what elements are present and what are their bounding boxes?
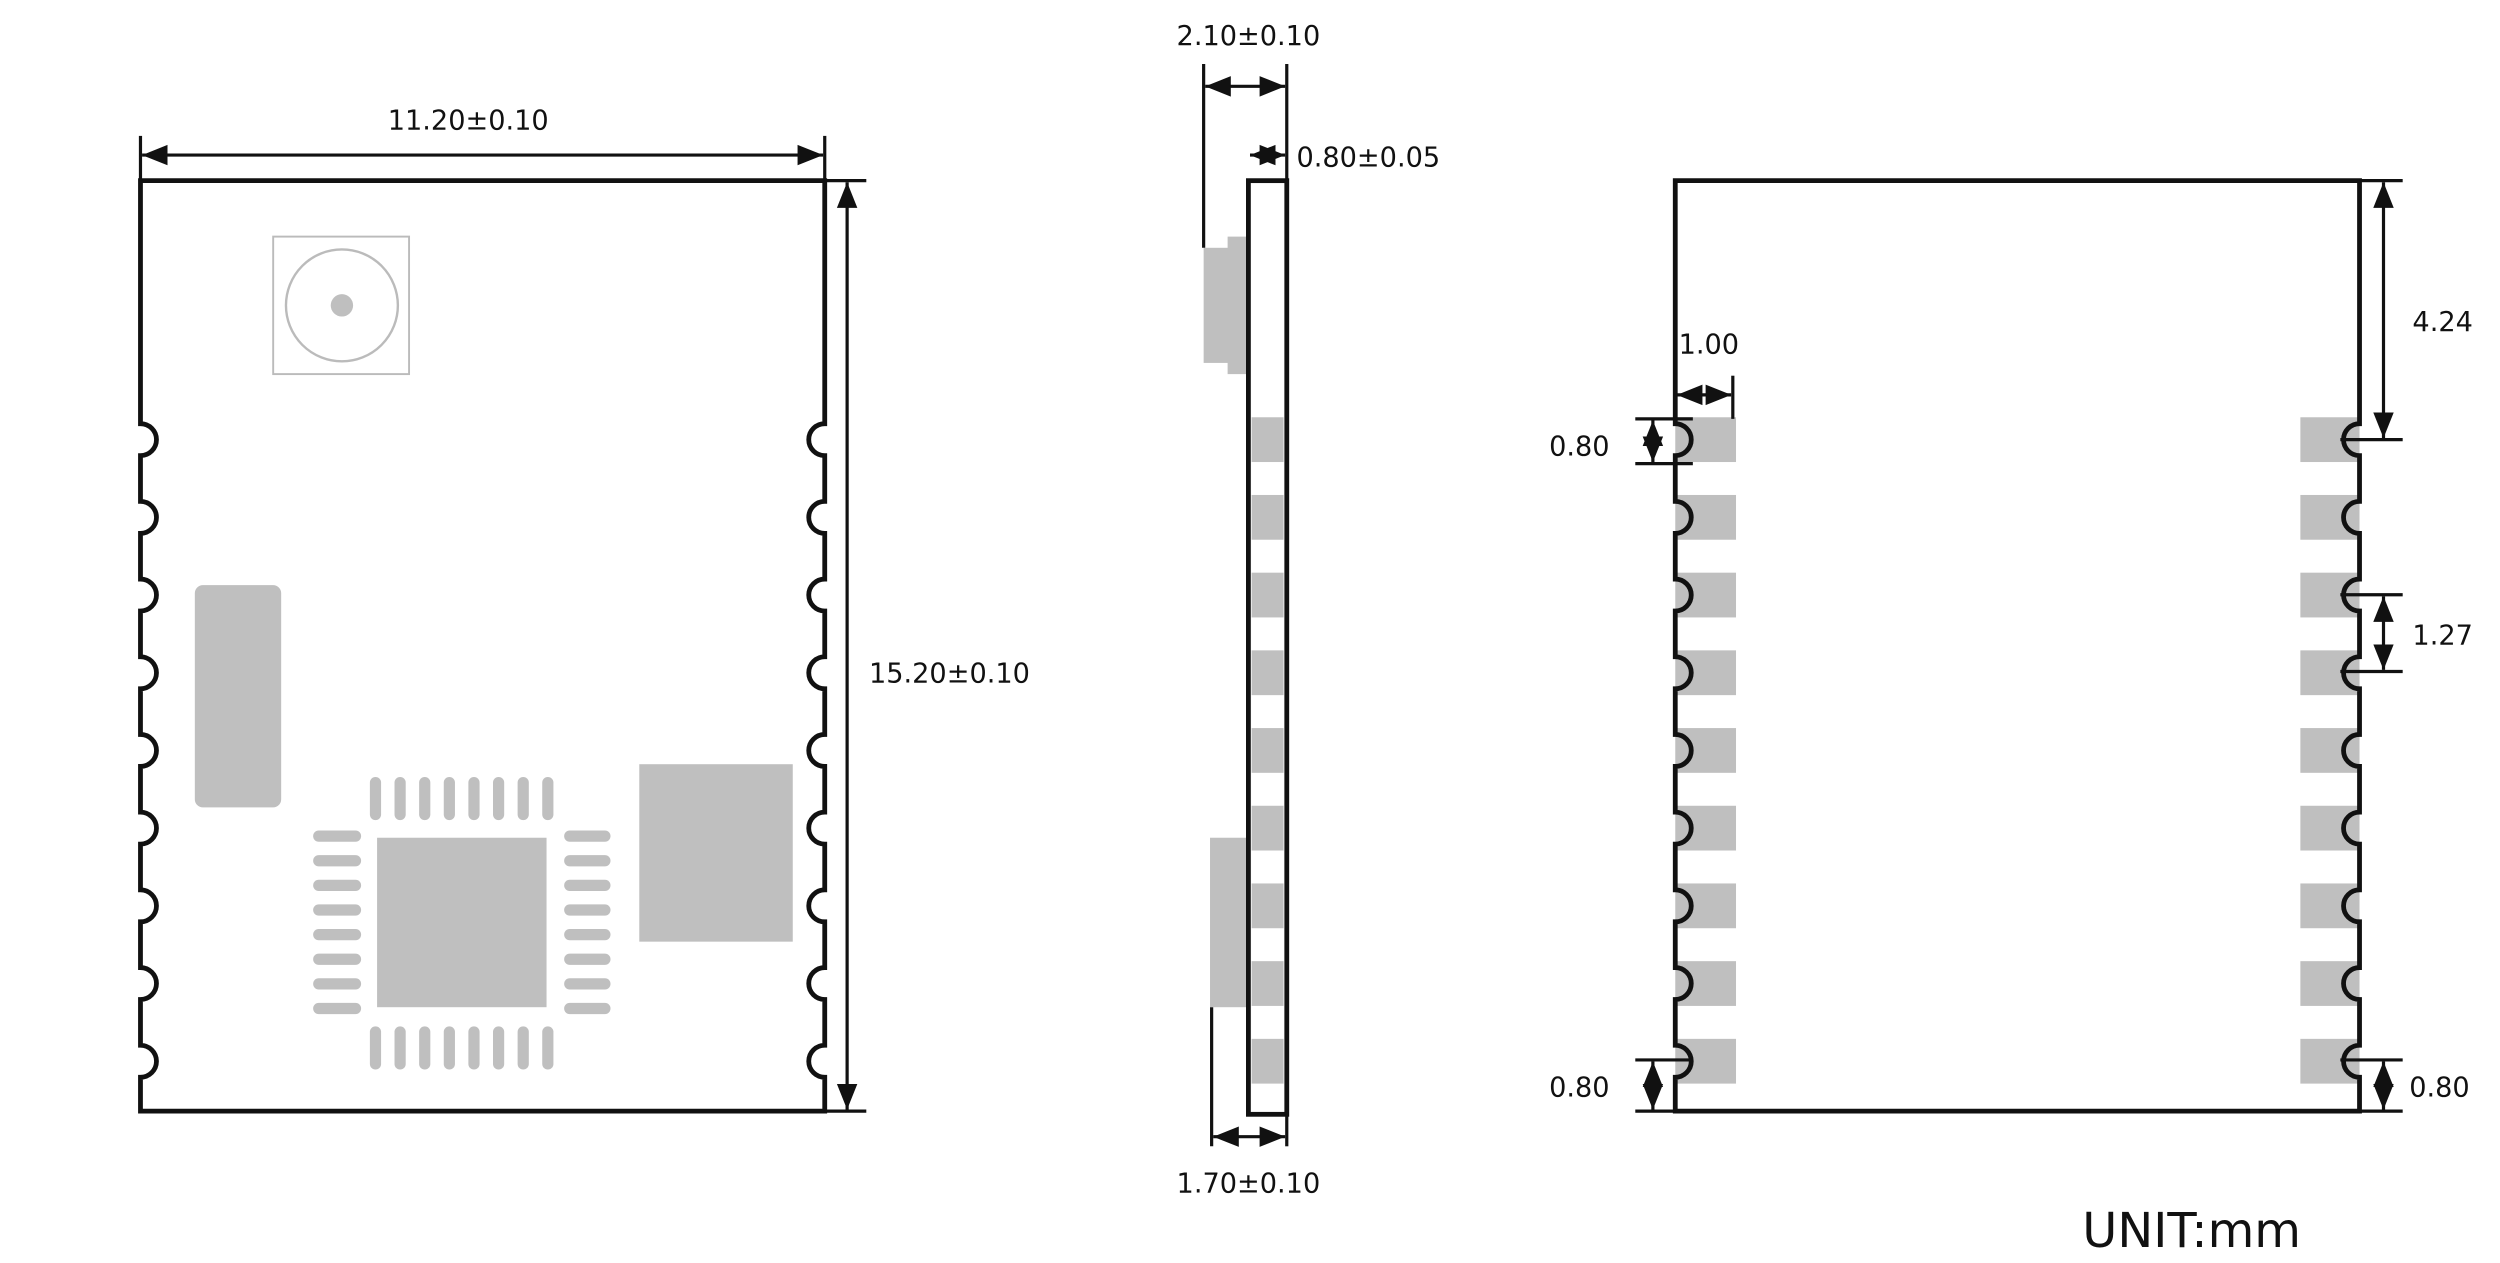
side-pad [1251,650,1284,696]
qfn-pin-left [313,953,362,965]
pad-width-label: 1.00 [1679,329,1739,360]
qfn-pin-top [443,776,455,821]
qfn-pin-bottom [419,1026,431,1070]
qfn-pin-top [517,776,529,821]
qfn-pin-bottom [542,1026,554,1070]
qfn-pin-top [492,776,505,821]
pitch-label: 1.27 [2412,620,2472,651]
qfn-pin-bottom [468,1026,480,1070]
pcb-thickness-label: 0.80±0.05 [1296,142,1440,173]
qfn-pins [313,776,611,1070]
side-pad [1251,572,1284,618]
connector-profile [1203,247,1249,363]
side-pad [1251,1038,1284,1084]
shield-component [639,764,793,942]
antenna-connector [272,235,411,376]
bottom-offset-label-left: 0.80 [1549,1073,1609,1104]
qfn-pin-bottom [394,1026,406,1070]
qfn-pin-bottom [369,1026,382,1070]
qfn-pin-right [564,953,611,965]
qfn-pin-left [313,978,362,990]
qfn-pin-right [564,929,611,941]
bottom-offset-label-right: 0.80 [2409,1073,2469,1104]
qfn-chip [377,837,547,1008]
top-view: 11.20±0.10 15.20±0.10 [138,105,1030,1114]
qfn-pin-left [313,904,362,916]
qfn-pin-right [564,978,611,990]
footprint-pads [1675,417,2360,1084]
qfn-pin-top [542,776,554,821]
side-pads [1251,417,1284,1084]
qfn-pin-top [394,776,406,821]
crystal [194,585,282,808]
pad-height-label: 0.80 [1549,432,1609,463]
footprint-view: 1.00 0.80 0.80 4.24 1.27 0.80 UNIT:mm [1549,178,2473,1259]
side-pad [1251,728,1284,773]
qfn-pin-right [564,904,611,916]
qfn-pin-left [313,929,362,941]
shield-thickness-label: 1.70±0.10 [1177,1169,1321,1200]
top-offset-label: 4.24 [2412,307,2472,338]
qfn-pin-bottom [492,1026,505,1070]
total-thickness-label: 2.10±0.10 [1177,21,1321,52]
side-pad [1251,417,1284,463]
side-pad [1251,494,1284,540]
qfn-pin-right [564,879,611,891]
antenna-connector-ring [284,248,400,363]
antenna-connector-pin [330,294,354,317]
qfn-pin-left [313,830,362,842]
footprint-outline [1672,178,2362,1114]
qfn-pin-top [419,776,431,821]
qfn-pin-right [564,830,611,842]
pcb-edge [1246,178,1290,1117]
qfn-pin-bottom [517,1026,529,1070]
qfn-pin-left [313,879,362,891]
qfn-pin-bottom [443,1026,455,1070]
side-view: 2.10±0.10 0.80±0.05 1.70±0.10 [1177,21,1441,1200]
qfn-pin-right [564,855,611,867]
height-label: 15.20±0.10 [869,659,1030,690]
qfn-pin-left [313,1002,362,1015]
side-pad [1251,883,1284,929]
width-label: 11.20±0.10 [388,105,549,136]
qfn-pin-left [313,855,362,867]
unit-label: UNIT:mm [2082,1203,2301,1259]
side-pad [1251,961,1284,1006]
shield-profile [1210,837,1250,1008]
qfn-pin-top [468,776,480,821]
qfn-pin-top [369,776,382,821]
qfn-pin-right [564,1002,611,1015]
side-pad [1251,805,1284,851]
